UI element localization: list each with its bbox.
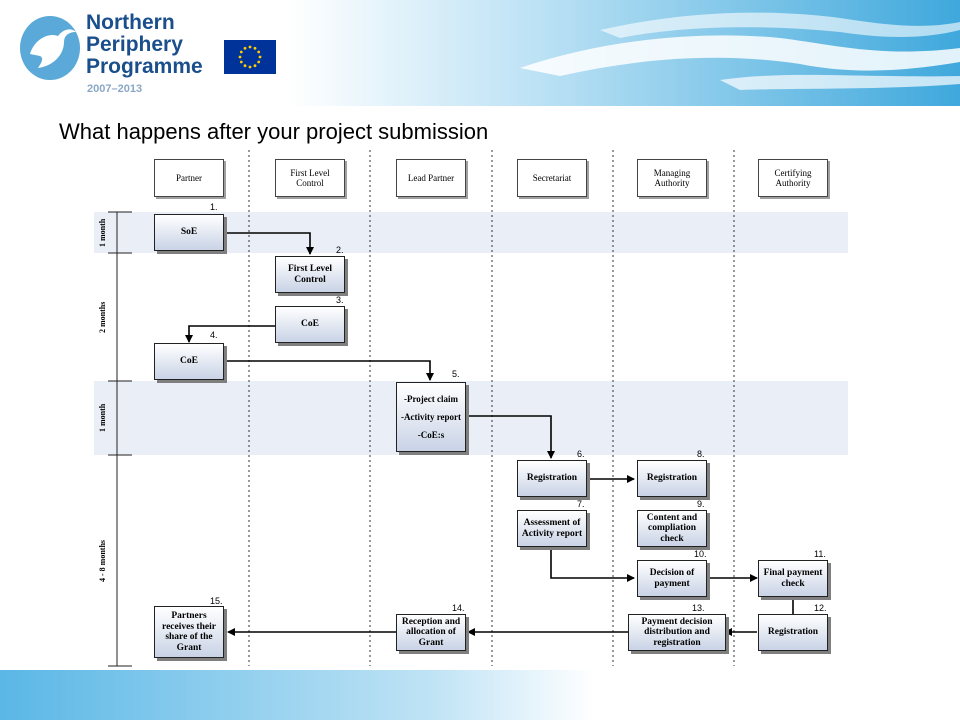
logo-years: 2007–2013	[87, 83, 143, 95]
footer-banner	[0, 670, 960, 720]
step-number-5: 5.	[452, 369, 460, 379]
connectors	[185, 232, 794, 636]
lane-header-partner: Partner	[154, 159, 224, 197]
step-box-registration-ca: Registration	[758, 614, 828, 651]
period-label-2: 2 months	[98, 301, 107, 333]
step-box-coe-flc: CoE	[275, 306, 345, 343]
lane-header-managing-authority: Managing Authority	[637, 159, 707, 197]
timeline-bracket	[108, 211, 132, 667]
step-box-final-payment-check: Final payment check	[758, 560, 828, 597]
dove-logo-icon	[20, 16, 80, 80]
logo-text: Northern Periphery Programme	[86, 12, 203, 78]
step-number-8: 8.	[697, 449, 705, 459]
step-number-9: 9.	[697, 499, 705, 509]
period-label-3: 1 month	[98, 403, 107, 433]
project-claim-line-1: -Project claim	[403, 394, 459, 404]
period-label-1: 1 month	[98, 218, 107, 247]
logo-line-1: Northern	[86, 11, 175, 34]
project-claim-line-2: -Activity report	[400, 412, 462, 422]
step-box-coe-partner: CoE	[154, 343, 224, 380]
step-number-1: 1.	[210, 202, 218, 212]
step-number-15: 15.	[210, 596, 223, 606]
step-number-2: 2.	[336, 245, 344, 255]
step-box-project-claim: -Project claim -Activity report -CoE:s	[396, 382, 466, 452]
step-number-10: 10.	[694, 549, 707, 559]
step-box-first-level-control: First Level Control	[275, 256, 345, 293]
lane-header-certifying-authority: Certifying Authority	[758, 159, 828, 197]
step-number-12: 12.	[814, 603, 827, 613]
step-box-content-check: Content and compliation check	[637, 510, 707, 547]
step-number-3: 3.	[336, 295, 344, 305]
step-box-soe: SoE	[154, 214, 224, 251]
eu-flag-icon	[224, 40, 276, 74]
step-box-assessment: Assessment of Activity report	[517, 510, 587, 547]
header-banner	[0, 0, 960, 106]
step-box-registration-ma: Registration	[637, 460, 707, 497]
project-claim-line-3: -CoE:s	[417, 430, 445, 440]
lane-header-lead-partner: Lead Partner	[396, 159, 466, 197]
page-title: What happens after your project submissi…	[59, 119, 489, 144]
lane-header-secretariat: Secretariat	[517, 159, 587, 197]
step-box-reception-grant: Reception and allocation of Grant	[396, 614, 466, 651]
logo-line-2: Periphery	[86, 33, 183, 56]
step-box-payment-decision: Payment decision distribution and regist…	[628, 614, 726, 651]
step-number-11: 11.	[814, 549, 826, 559]
step-box-partners-receive: Partners receives their share of the Gra…	[154, 606, 224, 658]
lane-header-first-level-control: First Level Control	[275, 159, 345, 197]
step-number-13: 13.	[692, 603, 705, 613]
step-number-14: 14.	[452, 603, 465, 613]
logo-line-3: Programme	[86, 55, 203, 78]
period-label-4: 4 - 8 months	[98, 539, 107, 582]
period-band-3	[94, 381, 848, 455]
step-number-4: 4.	[210, 330, 218, 340]
step-number-7: 7.	[577, 499, 585, 509]
lane-dividers	[248, 150, 735, 666]
step-number-6: 6.	[577, 449, 585, 459]
step-box-decision-of-payment: Decision of payment	[637, 560, 707, 597]
step-box-registration-secretariat: Registration	[517, 460, 587, 497]
